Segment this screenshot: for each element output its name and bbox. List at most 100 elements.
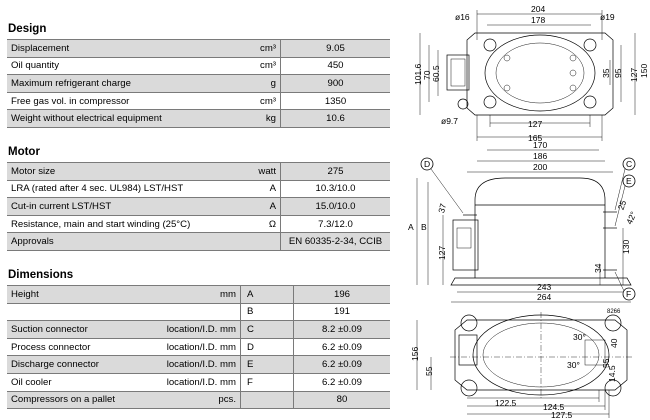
dimensions-row-label: Oil cooler (7, 373, 155, 392)
dimensions-row-label: Process connector (7, 338, 155, 357)
motor-row: Approvals EN 60335-2-34, CCIB (7, 232, 390, 251)
dim-top-8: 35 (601, 68, 611, 78)
dim-bottom-6: 55 (601, 358, 611, 368)
dim-bottom-3: 122.5 (495, 398, 517, 408)
dim-side-10: 264 (537, 292, 551, 302)
dimensions-row-value: 191 (293, 303, 390, 322)
motor-row-value: 275 (280, 162, 390, 181)
dim-bottom-2: 55 (424, 366, 434, 376)
dim-top-7: 60.5 (431, 65, 441, 82)
motor-row: Resistance, main and start winding (25°C… (7, 215, 390, 234)
dim-bottom-4: 124.5 (543, 402, 565, 412)
dim-side-5: B (421, 222, 427, 232)
dim-top-2: 178 (531, 15, 545, 25)
dimensions-row-value: 6.2 ±0.09 (293, 338, 390, 357)
design-row-unit: cm³ (230, 57, 281, 76)
callout-f: F (626, 289, 631, 299)
dim-side-13: 42° (624, 210, 638, 226)
dim-side-1: 170 (533, 140, 547, 150)
dim-side-2: 186 (533, 151, 547, 161)
dimensions-row-label: Suction connector (7, 320, 155, 339)
design-row-unit: g (230, 74, 281, 93)
dimensions-row-unit (155, 303, 241, 322)
design-title: Design (8, 23, 47, 35)
dimensions-row-letter: C (240, 320, 294, 339)
dim-top-6: 70 (422, 70, 432, 80)
design-row-unit: kg (230, 109, 281, 128)
dimensions-row-letter (240, 391, 294, 410)
motor-row-unit: watt (230, 162, 281, 181)
design-row-label: Oil quantity (7, 57, 230, 76)
dimensions-row-unit: location/I.D. mm (155, 338, 241, 357)
motor-row-label: Approvals (7, 232, 230, 251)
dim-bottom-7: 40 (609, 338, 619, 348)
dimensions-row-value: 80 (293, 391, 390, 410)
compressor-technical-drawing: 204 178 ø16 ø19 101.6 70 60.5 35 95 (408, 4, 649, 420)
callout-e: E (626, 176, 632, 186)
dim-top-10: 127 (629, 68, 639, 82)
dim-side-3: 200 (533, 162, 547, 172)
motor-row-label: Cut-in current LST/HST (7, 197, 230, 216)
motor-title: Motor (8, 146, 40, 158)
motor-row-value: 15.0/10.0 (280, 197, 390, 216)
dim-top-13: 127 (528, 119, 542, 129)
dimensions-row-unit: location/I.D. mm (155, 355, 241, 374)
design-row-value: 900 (280, 74, 390, 93)
design-row-label: Weight without electrical equipment (7, 109, 230, 128)
dimensions-row-value: 6.2 ±0.09 (293, 355, 390, 374)
design-row-unit: cm³ (230, 39, 281, 58)
motor-row-unit: A (230, 180, 281, 199)
motor-row-value: EN 60335-2-34, CCIB (280, 232, 390, 251)
dim-top-14: 165 (528, 133, 542, 143)
drawing-number: 8266 (607, 309, 621, 315)
motor-row-label: Resistance, main and start winding (25°C… (7, 215, 230, 234)
dim-side-8: 34 (593, 263, 603, 273)
bottom-view: 156 55 122.5 124.5 127.5 55 40 14.5 30° … (410, 312, 633, 420)
dim-top-9: 95 (613, 68, 623, 78)
callout-d: D (424, 159, 430, 169)
dimensions-row-label: Compressors on a pallet (7, 391, 155, 410)
design-row-label: Maximum refrigerant charge (7, 74, 230, 93)
design-row-label: Free gas vol. in compressor (7, 92, 230, 111)
dim-top-12: ø9.7 (441, 116, 458, 126)
motor-row-label: Motor size (7, 162, 230, 181)
design-row-value: 9.05 (280, 39, 390, 58)
dimensions-row-value: 196 (293, 285, 390, 304)
design-row-label: Displacement (7, 39, 230, 58)
dimensions-row-label (7, 303, 155, 322)
dim-bottom-10: 30° (573, 332, 586, 342)
dimensions-row-label: Height (7, 285, 155, 304)
dimensions-row-value: 8.2 ±0.09 (293, 320, 390, 339)
dim-side-4: A (408, 222, 414, 232)
dimensions-row-unit: pcs. (155, 391, 241, 410)
dim-top-11: 150 (639, 64, 649, 78)
dim-side-6: 127 (437, 246, 447, 260)
design-row-value: 10.6 (280, 109, 390, 128)
design-row-value: 1350 (280, 92, 390, 111)
dimensions-row-letter: B (240, 303, 294, 322)
dim-side-11: 37 (436, 202, 448, 214)
motor-row-unit (230, 232, 281, 251)
dimensions-row-letter: E (240, 355, 294, 374)
dim-bottom-9: 30° (567, 360, 580, 370)
dim-bottom-1: 156 (410, 347, 420, 361)
dim-top-4: ø19 (600, 12, 615, 22)
motor-row-label: LRA (rated after 4 sec. UL984) LST/HST (7, 180, 230, 199)
motor-row-value: 10.3/10.0 (280, 180, 390, 199)
